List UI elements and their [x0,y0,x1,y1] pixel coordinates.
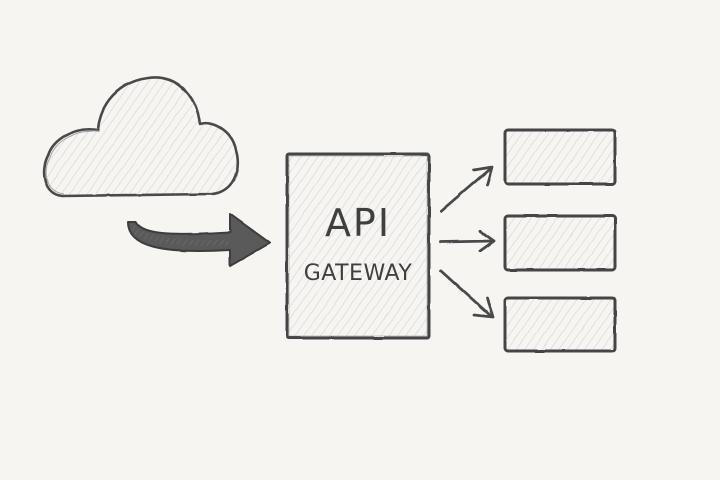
gateway-to-service-2-arrow [439,229,496,253]
gateway-to-service-1-arrow [439,165,494,213]
api-gateway-box: API GATEWAY [285,152,431,340]
gateway-label-line1: API [325,201,391,245]
cloud-icon [42,76,239,198]
gateway-label-line2: GATEWAY [304,261,413,286]
service-box-1 [503,128,617,186]
service-box-2 [503,214,617,272]
service-box-3 [503,296,617,353]
cloud-to-gateway-arrow [127,213,271,267]
gateway-to-service-3-arrow [439,269,495,319]
